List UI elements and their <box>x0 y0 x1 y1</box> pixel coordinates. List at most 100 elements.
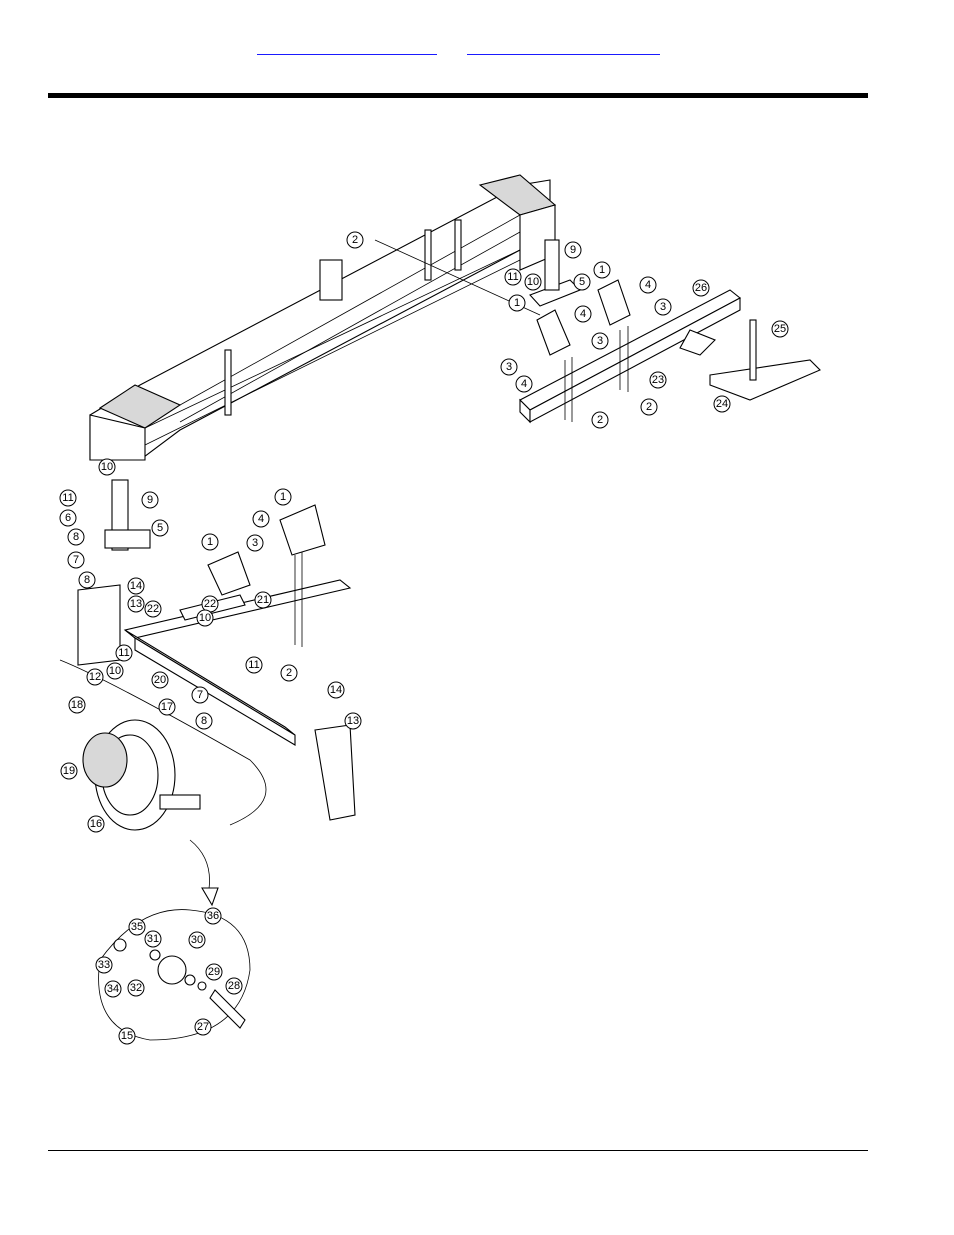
callout-9: 9 <box>565 242 581 258</box>
svg-text:34: 34 <box>107 983 119 995</box>
callout-2-c: 2 <box>592 412 608 428</box>
callout-21: 21 <box>255 592 271 608</box>
callout-3-b: 3 <box>592 333 608 349</box>
svg-text:15: 15 <box>121 1030 133 1042</box>
callout-3-d: 3 <box>247 535 263 551</box>
callout-3-c: 3 <box>501 359 517 375</box>
callout-2-d: 2 <box>281 665 297 681</box>
svg-text:5: 5 <box>579 276 585 288</box>
svg-text:3: 3 <box>597 335 603 347</box>
svg-text:6: 6 <box>65 512 71 524</box>
svg-text:30: 30 <box>191 934 203 946</box>
svg-text:22: 22 <box>147 603 159 615</box>
callout-33: 33 <box>96 957 112 973</box>
svg-text:24: 24 <box>716 398 728 410</box>
svg-text:28: 28 <box>228 980 240 992</box>
callout-5-b: 5 <box>152 520 168 536</box>
callout-4-b: 4 <box>575 306 591 322</box>
callout-16: 16 <box>88 816 104 832</box>
callout-7: 7 <box>68 552 84 568</box>
svg-text:1: 1 <box>280 491 286 503</box>
callout-11-c: 11 <box>116 645 132 661</box>
callout-34: 34 <box>105 981 121 997</box>
callout-8-c: 8 <box>196 713 212 729</box>
callout-11-d: 11 <box>246 657 262 673</box>
callout-30: 30 <box>189 932 205 948</box>
callout-29: 29 <box>206 964 222 980</box>
svg-text:11: 11 <box>118 647 129 659</box>
callout-1: 1 <box>594 262 610 278</box>
callout-2-b: 2 <box>641 399 657 415</box>
svg-text:2: 2 <box>352 234 358 246</box>
callout-3: 3 <box>655 299 671 315</box>
svg-text:29: 29 <box>208 966 220 978</box>
svg-text:18: 18 <box>71 699 83 711</box>
callout-15: 15 <box>119 1028 135 1044</box>
svg-text:25: 25 <box>774 323 786 335</box>
callout-13-b: 13 <box>345 713 361 729</box>
svg-text:11: 11 <box>507 271 518 283</box>
header-link-2[interactable] <box>467 42 660 55</box>
callout-10-d: 10 <box>107 663 123 679</box>
svg-text:16: 16 <box>90 818 102 830</box>
footer-rule <box>48 1150 868 1151</box>
callout-5: 5 <box>574 274 590 290</box>
svg-text:4: 4 <box>580 308 586 320</box>
svg-text:31: 31 <box>147 933 159 945</box>
svg-text:1: 1 <box>599 264 605 276</box>
svg-text:12: 12 <box>89 671 101 683</box>
hub-detail <box>99 910 250 1040</box>
header-rule <box>48 93 868 98</box>
svg-text:4: 4 <box>645 279 651 291</box>
callout-10: 10 <box>525 274 541 290</box>
callout-14-b: 14 <box>328 682 344 698</box>
svg-text:23: 23 <box>652 374 664 386</box>
svg-text:21: 21 <box>257 594 269 606</box>
svg-text:3: 3 <box>252 537 258 549</box>
callout-1-b: 1 <box>509 295 525 311</box>
svg-text:7: 7 <box>73 554 79 566</box>
callout-11-b: 11 <box>60 490 76 506</box>
callout-10-b: 10 <box>99 459 115 475</box>
svg-text:20: 20 <box>154 674 166 686</box>
callout-4-d: 4 <box>253 511 269 527</box>
svg-text:35: 35 <box>131 921 143 933</box>
callout-18: 18 <box>69 697 85 713</box>
callout-10-c: 10 <box>197 610 213 626</box>
callout-28: 28 <box>226 978 242 994</box>
svg-text:9: 9 <box>147 494 153 506</box>
callout-17: 17 <box>159 699 175 715</box>
svg-text:2: 2 <box>597 414 603 426</box>
header-link-1[interactable] <box>257 42 437 55</box>
callout-32: 32 <box>128 980 144 996</box>
svg-text:14: 14 <box>330 684 342 696</box>
svg-text:14: 14 <box>130 580 142 592</box>
svg-text:2: 2 <box>286 667 292 679</box>
svg-text:8: 8 <box>73 531 79 543</box>
callout-24: 24 <box>714 396 730 412</box>
svg-text:36: 36 <box>207 910 219 922</box>
callout-13: 13 <box>128 596 144 612</box>
svg-text:13: 13 <box>347 715 359 727</box>
svg-text:7: 7 <box>197 689 203 701</box>
svg-text:1: 1 <box>207 536 213 548</box>
callout-26: 26 <box>693 280 709 296</box>
callout-19: 19 <box>61 763 77 779</box>
callout-4-c: 4 <box>516 376 532 392</box>
callouts: 2 9 11 10 5 1 4 3 26 25 1 4 3 3 4 23 2 2… <box>60 232 788 1044</box>
callout-8: 8 <box>68 529 84 545</box>
svg-text:8: 8 <box>84 574 90 586</box>
callout-27: 27 <box>195 1019 211 1035</box>
svg-text:10: 10 <box>109 665 121 677</box>
svg-text:8: 8 <box>201 715 207 727</box>
svg-text:32: 32 <box>130 982 142 994</box>
svg-text:4: 4 <box>258 513 264 525</box>
svg-text:10: 10 <box>101 461 113 473</box>
callout-6: 6 <box>60 510 76 526</box>
svg-text:33: 33 <box>98 959 110 971</box>
svg-text:1: 1 <box>514 297 520 309</box>
toolbar-frame <box>90 175 555 460</box>
callout-23: 23 <box>650 372 666 388</box>
callout-20: 20 <box>152 672 168 688</box>
callout-2: 2 <box>347 232 363 248</box>
